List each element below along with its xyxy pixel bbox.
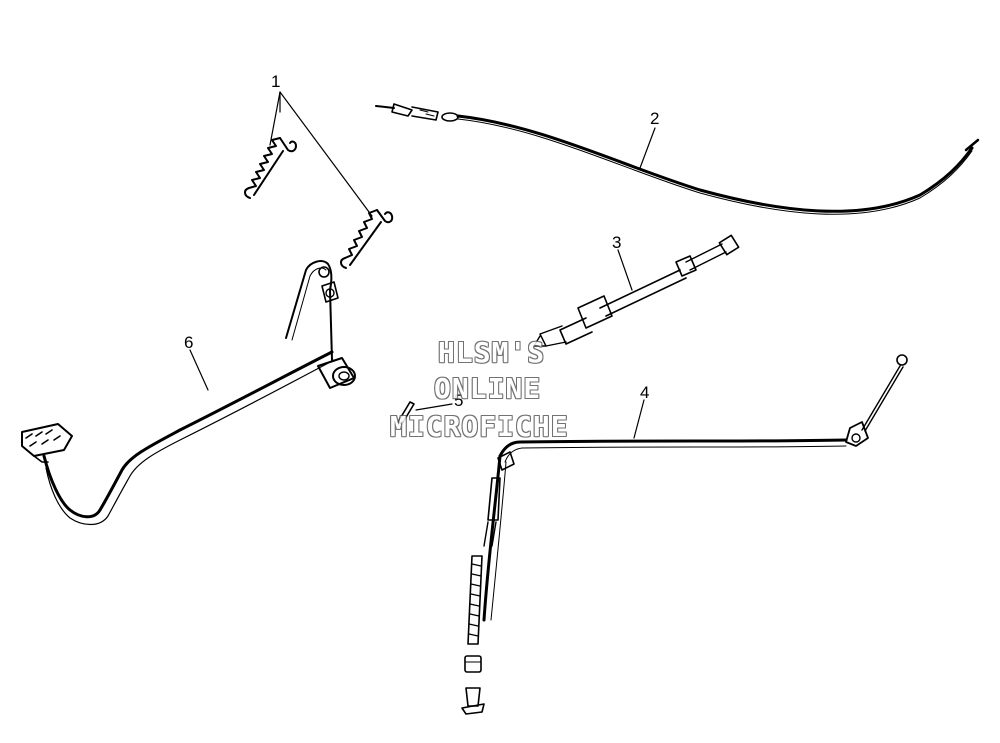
pin-5 (397, 401, 415, 425)
cable-2 (375, 103, 980, 215)
callout-6: 6 (184, 333, 194, 352)
leader-6 (189, 349, 209, 391)
spring-upper (244, 137, 297, 199)
watermark-line-1: HLSM'S (438, 336, 546, 369)
brake-pedal-6 (21, 260, 356, 526)
callout-2: 2 (650, 109, 660, 128)
watermark-line-2: ONLINE (434, 372, 542, 405)
cable-3 (533, 234, 740, 347)
leader-3 (617, 249, 633, 291)
leader-4 (633, 399, 645, 439)
watermark-line-3: MICROFICHE (390, 410, 569, 443)
leader-5 (415, 403, 453, 411)
callout-4: 4 (640, 383, 650, 402)
leader-1 (269, 91, 373, 217)
callout-3: 3 (612, 233, 622, 252)
leader-2 (639, 127, 656, 169)
callout-5: 5 (454, 391, 464, 410)
callout-1: 1 (271, 72, 281, 91)
spring-lower (340, 209, 394, 269)
cable-4 (461, 354, 908, 715)
